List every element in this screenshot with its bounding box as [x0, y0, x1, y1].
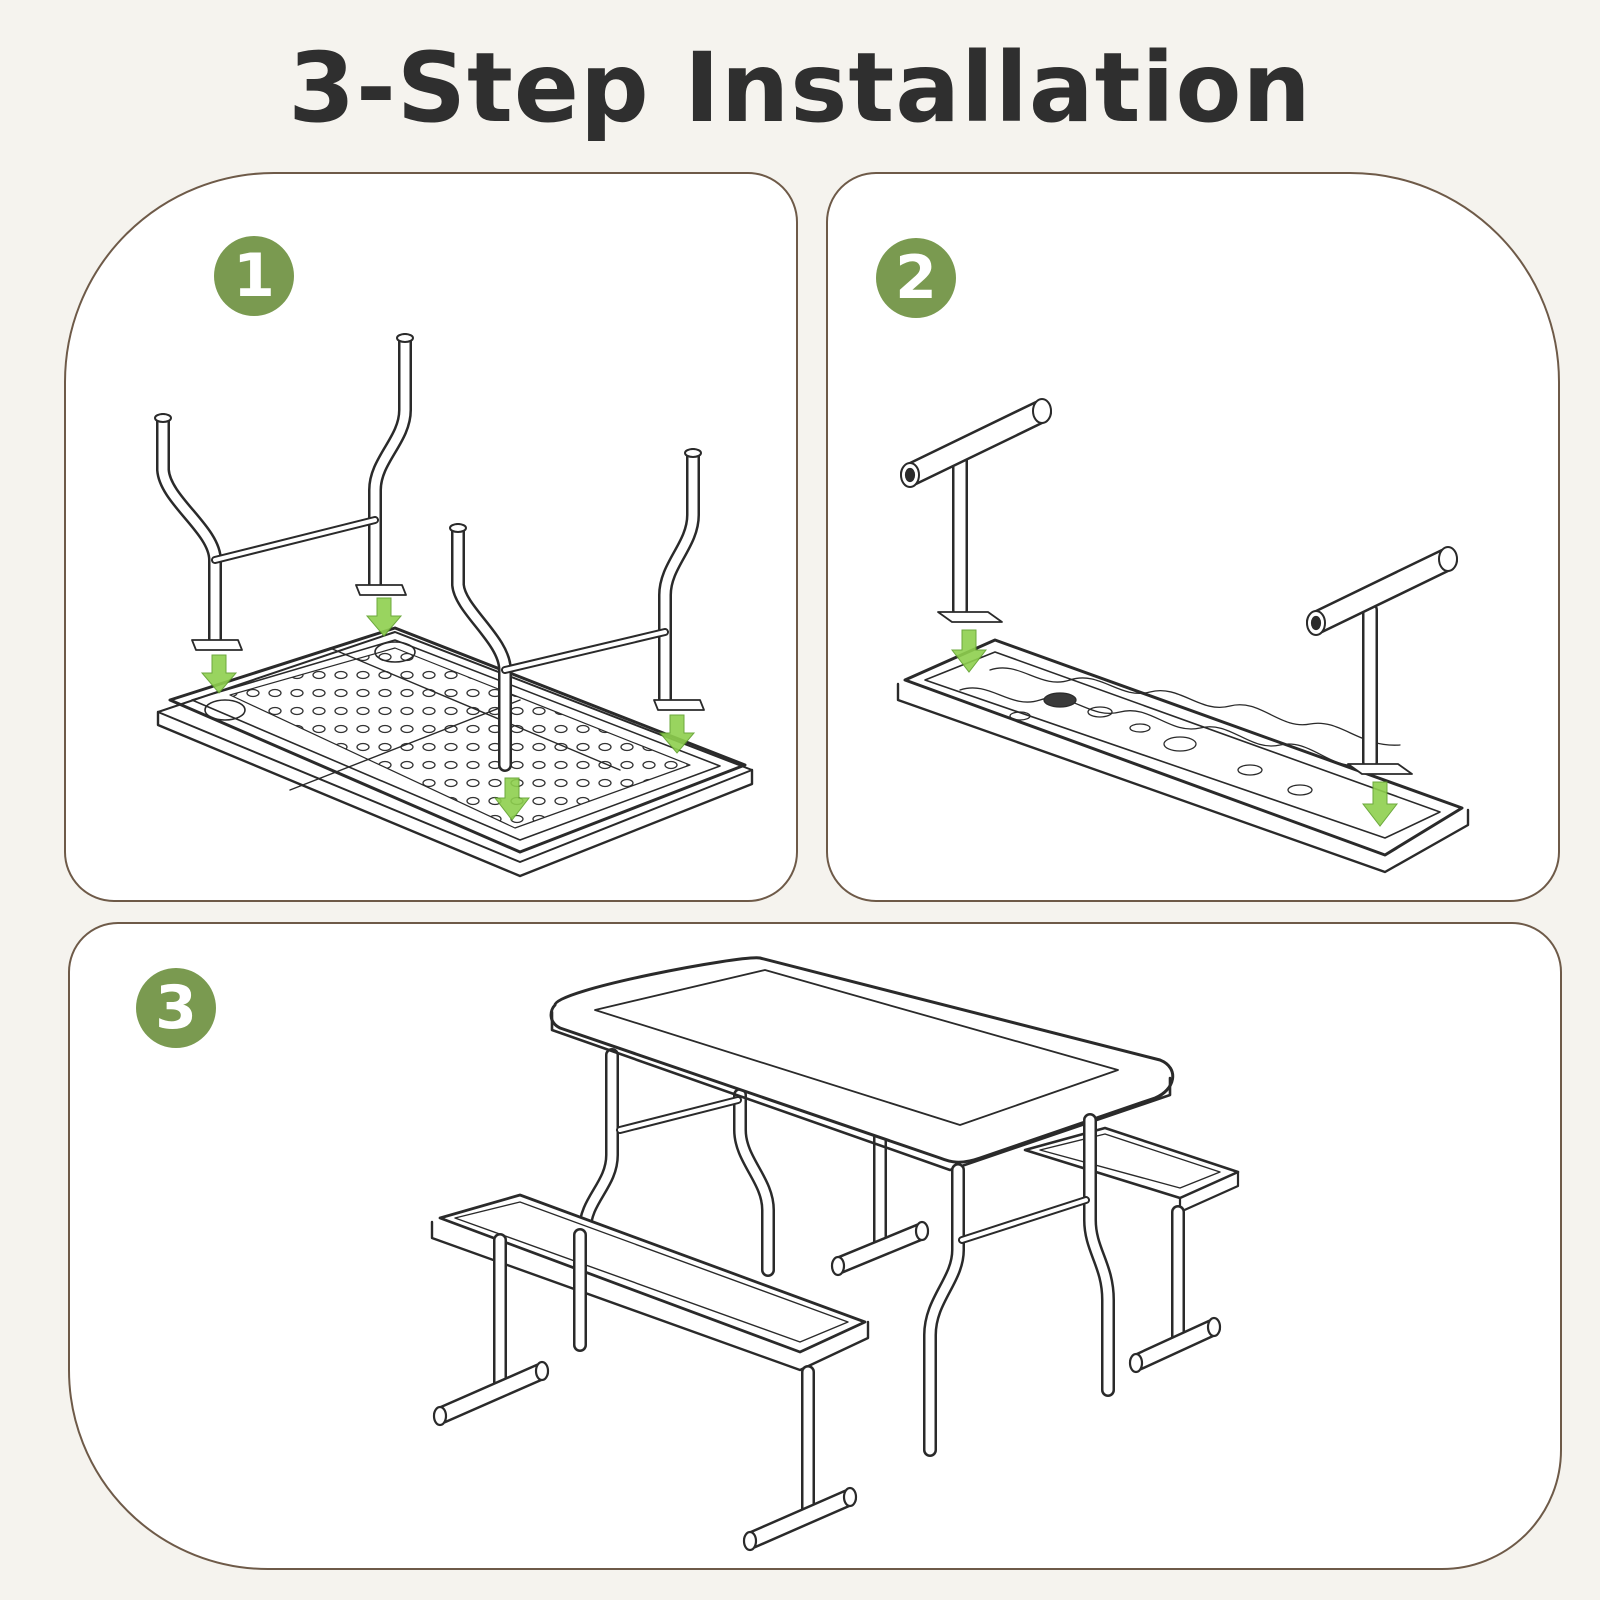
- step-2-badge: 2: [876, 238, 956, 318]
- bench-frame-assembly-illustration: [896, 398, 1470, 874]
- step-1-badge: 1: [214, 236, 294, 316]
- table-frame-assembly-illustration: [154, 333, 754, 878]
- step-1-arrows: [200, 597, 696, 821]
- step-2-arrows: [950, 629, 1399, 827]
- page-title: 3-Step Installation: [288, 32, 1312, 144]
- assembled-picnic-table-illustration: [430, 956, 1240, 1552]
- step-3-badge: 3: [136, 968, 216, 1048]
